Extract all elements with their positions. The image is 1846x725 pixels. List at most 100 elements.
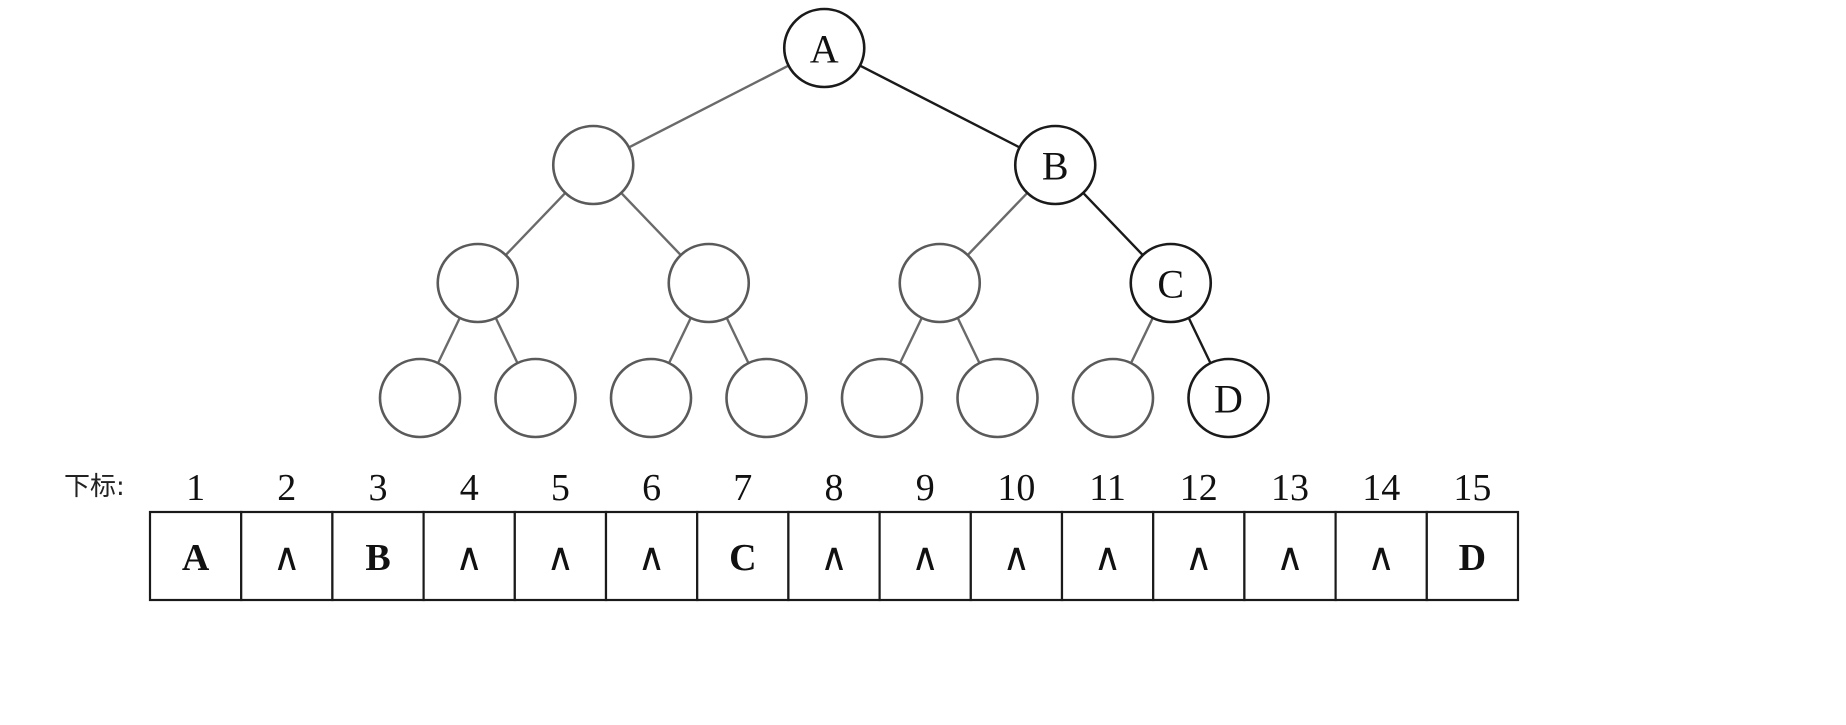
tree-node-7: C xyxy=(1129,242,1213,324)
array-cell-11: ∧ xyxy=(1060,510,1155,602)
tree-node-2 xyxy=(551,124,635,206)
tree-node-label: D xyxy=(1214,377,1243,422)
tree-node-circle xyxy=(898,242,982,324)
tree-edge-3-6 xyxy=(966,192,1029,256)
array-index-label: 9 xyxy=(916,467,935,509)
array-cell-box xyxy=(1425,510,1520,602)
tree-edge-2-4 xyxy=(504,192,567,256)
array-cell-7: C xyxy=(696,510,790,602)
tree-node-6 xyxy=(898,242,982,324)
array-cell-2: ∧ xyxy=(240,510,334,602)
null-marker: ∧ xyxy=(1276,537,1304,579)
tree-node-4 xyxy=(436,242,520,324)
array-cell-6: ∧ xyxy=(604,510,699,602)
tree-node-circle xyxy=(609,357,693,439)
array-cell-15: D xyxy=(1425,510,1520,602)
null-marker: ∧ xyxy=(1094,537,1122,579)
tree-node-label: C xyxy=(1157,262,1184,307)
tree-node-10 xyxy=(609,357,693,439)
array-cell-box xyxy=(969,510,1064,602)
array-index-label: 5 xyxy=(551,467,570,509)
tree-node-circle xyxy=(378,357,462,439)
array-cell-box xyxy=(1243,510,1337,602)
array-index-label: 6 xyxy=(642,467,661,509)
tree-edges xyxy=(436,64,1212,364)
tree-node-8 xyxy=(378,357,462,439)
tree-node-circle xyxy=(782,7,866,89)
array-index-label: 10 xyxy=(997,467,1035,509)
array-cell-13: ∧ xyxy=(1243,510,1337,602)
array-index-label: 13 xyxy=(1271,467,1309,509)
array-cell-box xyxy=(240,510,334,602)
tree-edge-4-8 xyxy=(436,317,461,364)
tree-edge-5-10 xyxy=(667,317,692,364)
tree-edge-4-9 xyxy=(494,317,519,364)
tree-edge-1-3 xyxy=(859,64,1021,149)
null-marker: ∧ xyxy=(911,537,939,579)
null-marker: ∧ xyxy=(1367,537,1395,579)
array-cell-box xyxy=(696,510,790,602)
null-marker: ∧ xyxy=(455,537,483,579)
array-cell-1: A xyxy=(148,510,243,602)
tree-edge-5-11 xyxy=(725,317,750,364)
tree-edge-3-7 xyxy=(1082,192,1144,256)
array-cell-5: ∧ xyxy=(513,510,608,602)
array-index-label: 15 xyxy=(1453,467,1491,509)
array-cell-box xyxy=(604,510,699,602)
array-cell-box xyxy=(1060,510,1155,602)
null-marker: ∧ xyxy=(273,537,301,579)
tree-node-label: B xyxy=(1042,144,1069,189)
array-index-label: 1 xyxy=(186,467,205,509)
array-index-label: 11 xyxy=(1089,467,1126,509)
tree-node-circle xyxy=(725,357,808,439)
array-cell-3: B xyxy=(331,510,425,602)
array-index-label: 2 xyxy=(277,467,296,509)
array-cell-9: ∧ xyxy=(878,510,972,602)
tree-edge-6-12 xyxy=(898,317,923,364)
array-cell-value: B xyxy=(365,537,390,579)
tree-node-circle xyxy=(436,242,520,324)
null-marker: ∧ xyxy=(546,537,574,579)
array-cell-4: ∧ xyxy=(422,510,516,602)
tree-node-circle xyxy=(1071,357,1155,439)
null-marker: ∧ xyxy=(638,537,666,579)
array-index-label: 14 xyxy=(1362,467,1400,509)
tree-node-12 xyxy=(840,357,924,439)
array-cell-8: ∧ xyxy=(787,510,881,602)
tree-node-label: A xyxy=(810,27,839,72)
tree-node-circle xyxy=(494,357,577,439)
array-cell-value: D xyxy=(1459,537,1486,579)
array-cell-box xyxy=(1334,510,1428,602)
tree-node-11 xyxy=(725,357,808,439)
tree-edge-1-2 xyxy=(628,64,790,149)
tree-node-circle xyxy=(551,124,635,206)
tree-edge-7-14 xyxy=(1129,317,1154,364)
tree-node-3: B xyxy=(1013,124,1097,206)
index-caption: 下标: xyxy=(64,472,125,502)
array-cell-box xyxy=(878,510,972,602)
array-cell-box xyxy=(331,510,425,602)
tree-node-15: D xyxy=(1187,357,1270,439)
tree-node-9 xyxy=(494,357,577,439)
tree-node-1: A xyxy=(782,7,866,89)
tree-nodes: A B C D xyxy=(378,7,1270,439)
array-cell-box xyxy=(148,510,243,602)
array-cell-value: C xyxy=(729,537,756,579)
array-index-label: 7 xyxy=(733,467,752,509)
null-marker: ∧ xyxy=(820,537,848,579)
tree-node-circle xyxy=(956,357,1039,439)
tree-node-circle xyxy=(1187,357,1270,439)
tree-node-13 xyxy=(956,357,1039,439)
array-cell-box xyxy=(513,510,608,602)
tree-node-circle xyxy=(840,357,924,439)
tree-edge-2-5 xyxy=(620,192,682,256)
tree-node-circle xyxy=(667,242,751,324)
tree-node-circle xyxy=(1013,124,1097,206)
tree-node-circle xyxy=(1129,242,1213,324)
tree-edge-6-13 xyxy=(956,317,981,364)
array-index-label: 4 xyxy=(460,467,479,509)
array-index-label: 12 xyxy=(1180,467,1218,509)
